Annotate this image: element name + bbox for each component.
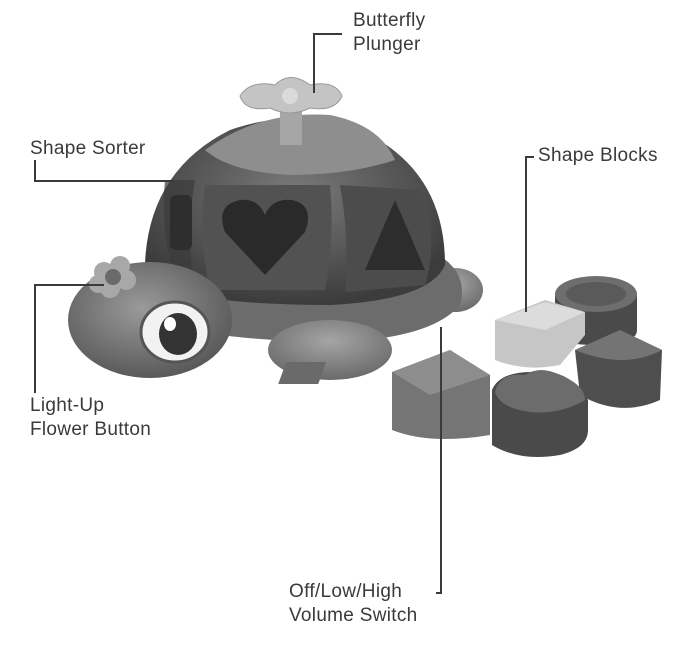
turtle-pupil (159, 313, 197, 355)
callout-line: Volume Switch (289, 605, 418, 626)
callout-line: Plunger (353, 34, 421, 55)
callout-flower-button: Light-Up Flower Button (30, 394, 151, 442)
star-block[interactable] (495, 300, 585, 368)
turtle-toy (68, 77, 483, 380)
butterfly-plunger[interactable] (239, 77, 343, 146)
heart-block[interactable] (492, 370, 588, 458)
callout-shape-sorter: Shape Sorter (30, 137, 146, 161)
callout-butterfly-plunger: Butterfly Plunger (353, 9, 425, 57)
leader-shape-sorter (34, 160, 174, 182)
eye-highlight (164, 317, 176, 331)
triangle-block[interactable] (575, 330, 662, 408)
shape-blocks (278, 276, 662, 458)
callout-line: Shape Sorter (30, 138, 146, 159)
callout-line: Flower Button (30, 419, 152, 440)
leader-butterfly (313, 33, 342, 93)
callout-line: Butterfly (353, 10, 426, 31)
leader-shape-blocks (525, 156, 534, 312)
callout-line: Shape Blocks (538, 145, 658, 166)
callout-line: Off/Low/High (289, 581, 403, 602)
flower-button[interactable] (89, 256, 136, 298)
heart-slot (222, 199, 309, 275)
leader-volume-switch (436, 327, 442, 594)
leader-lines (34, 33, 534, 594)
callout-shape-blocks: Shape Blocks (538, 144, 658, 168)
triangle-slot (365, 200, 425, 270)
leader-flower-button (34, 284, 104, 393)
callout-line: Light-Up (30, 395, 105, 416)
callout-volume-switch: Off/Low/High Volume Switch (289, 580, 418, 628)
side-slot (170, 195, 192, 250)
